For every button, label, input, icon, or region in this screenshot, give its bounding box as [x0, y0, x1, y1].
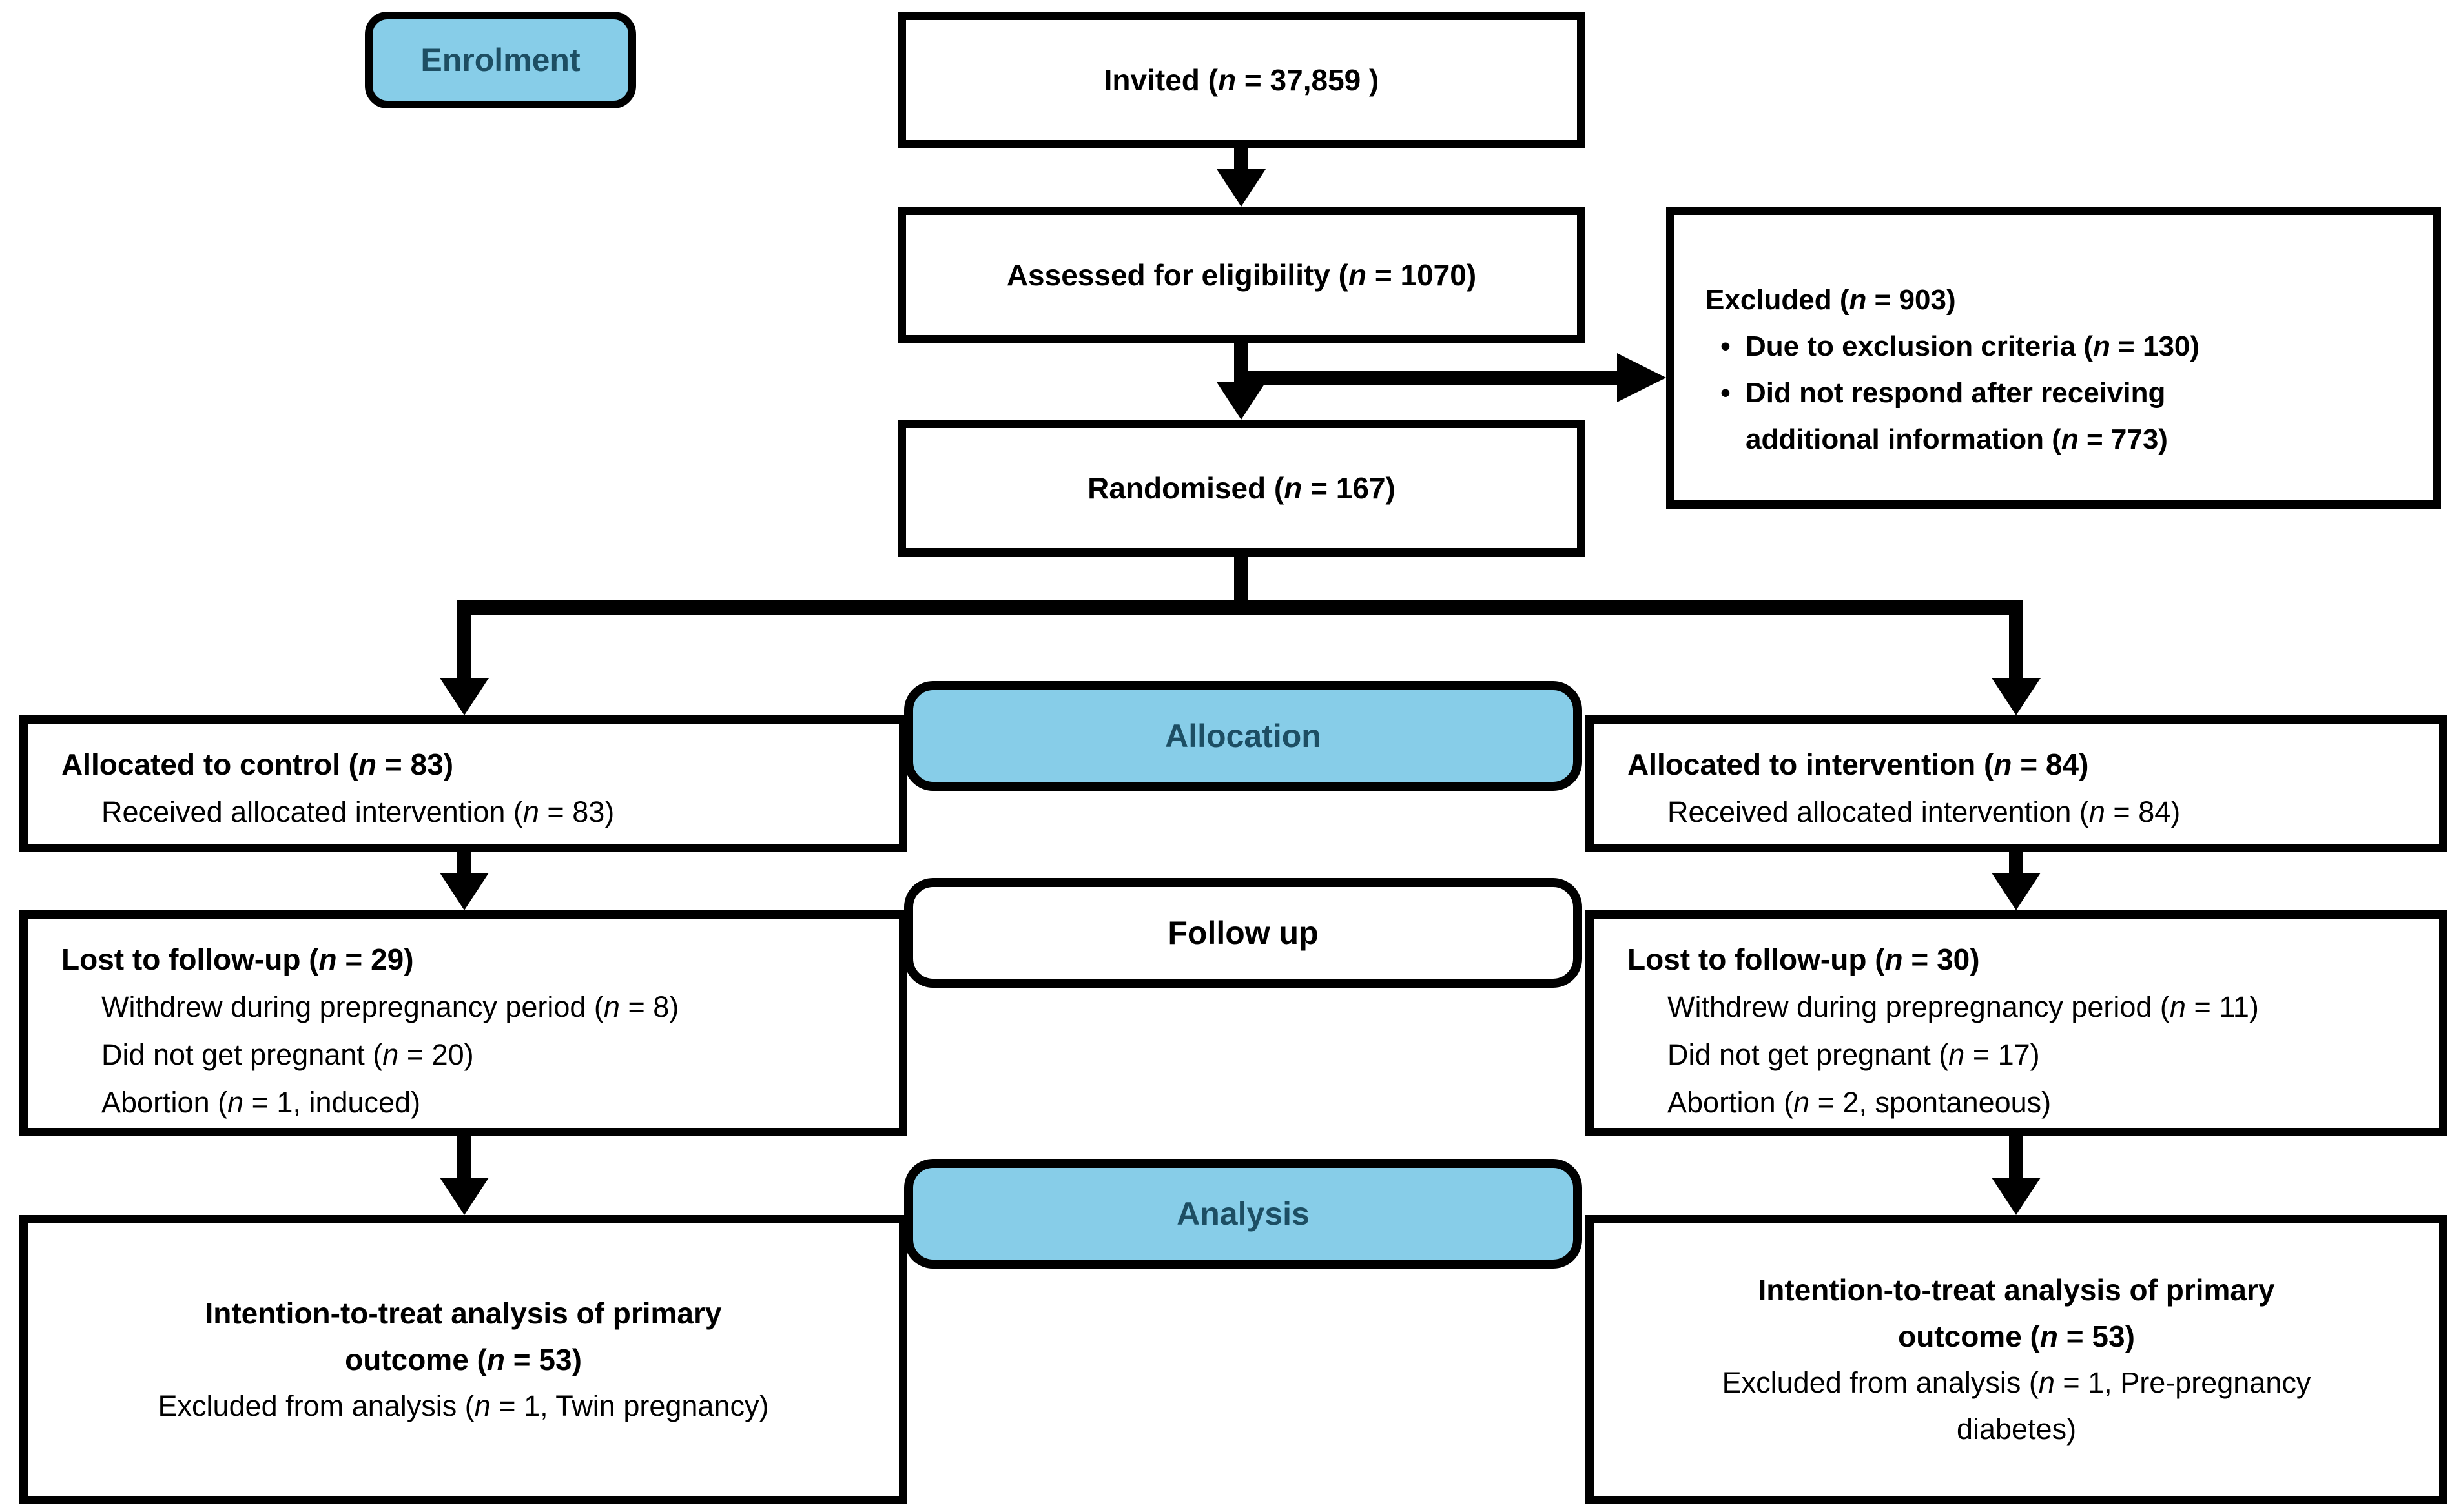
randomised-box: Randomised (n = 167): [898, 420, 1585, 557]
arrowhead-intervention-analysis: [1992, 1178, 2041, 1215]
lost-control-item-2: Did not get pregnant (n = 20): [101, 1038, 474, 1071]
excluded-bullet-2: • Did not respond after receiving additi…: [1705, 370, 2413, 463]
connector-split-left-drop: [457, 600, 471, 682]
excluded-bullet-1-text: Due to exclusion criteria (n = 130): [1746, 331, 2200, 362]
allocated-intervention-sub: Received allocated intervention (n = 84): [1667, 795, 2181, 828]
arrowhead-invited-assessed: [1217, 169, 1266, 207]
lost-intervention-item-3: Abortion (n = 2, spontaneous): [1667, 1086, 2052, 1119]
excluded-bullet-1: • Due to exclusion criteria (n = 130): [1705, 323, 2413, 370]
connector-invited-assessed-line: [1234, 148, 1248, 174]
lost-intervention-box: Lost to follow-up (n = 30) Withdrew duri…: [1585, 910, 2447, 1136]
analysis-intervention-title: Intention-to-treat analysis of primary o…: [1758, 1273, 2275, 1353]
invited-box: Invited (n = 37,859 ): [898, 12, 1585, 148]
excluded-bullet-2-text: Did not respond after receiving addition…: [1746, 377, 2168, 455]
followup-stage-badge: Follow up: [904, 878, 1582, 988]
arrowhead-assessed-randomised: [1217, 382, 1266, 420]
enrolment-stage-label: Enrolment: [420, 42, 581, 78]
bullet-icon: •: [1720, 331, 1731, 362]
connector-intervention-followup-line: [2009, 852, 2023, 878]
arrowhead-split-right: [1992, 678, 2041, 715]
connector-split-right-drop: [2009, 600, 2023, 682]
randomised-text: Randomised (n = 167): [1087, 471, 1396, 505]
bullet-icon: •: [1720, 377, 1731, 409]
lost-intervention-item-2: Did not get pregnant (n = 17): [1667, 1038, 2040, 1071]
lost-intervention-title: Lost to follow-up (n = 30): [1627, 943, 1980, 976]
followup-stage-label: Follow up: [1168, 915, 1319, 951]
analysis-control-box: Intention-to-treat analysis of primary o…: [19, 1215, 907, 1504]
arrowhead-intervention-followup: [1992, 873, 2041, 910]
analysis-stage-badge: Analysis: [904, 1159, 1582, 1269]
connector-intervention-analysis-line: [2009, 1136, 2023, 1183]
analysis-intervention-box: Intention-to-treat analysis of primary o…: [1585, 1215, 2447, 1504]
lost-intervention-item-1: Withdrew during prepregnancy period (n =…: [1667, 990, 2259, 1023]
connector-branch-excluded-line: [1234, 371, 1617, 385]
connector-split-line: [457, 600, 2023, 615]
allocation-stage-label: Allocation: [1165, 718, 1321, 754]
allocated-control-box: Allocated to control (n = 83) Received a…: [19, 715, 907, 852]
allocated-intervention-box: Allocated to intervention (n = 84) Recei…: [1585, 715, 2447, 852]
analysis-control-sub: Excluded from analysis (n = 1, Twin preg…: [158, 1389, 769, 1422]
arrowhead-control-analysis: [440, 1178, 489, 1215]
allocated-control-sub: Received allocated intervention (n = 83): [101, 795, 615, 828]
allocated-intervention-title: Allocated to intervention (n = 84): [1627, 748, 2089, 781]
arrowhead-split-left: [440, 678, 489, 715]
arrowhead-control-followup: [440, 873, 489, 910]
allocated-control-title: Allocated to control (n = 83): [61, 748, 454, 781]
lost-control-item-1: Withdrew during prepregnancy period (n =…: [101, 990, 679, 1023]
invited-text: Invited (n = 37,859 ): [1104, 63, 1379, 97]
arrowhead-branch-excluded: [1617, 353, 1666, 402]
connector-control-followup-line: [457, 852, 471, 878]
lost-control-item-3: Abortion (n = 1, induced): [101, 1086, 421, 1119]
excluded-title: Excluded (n = 903): [1705, 284, 1956, 316]
connector-control-analysis-line: [457, 1136, 471, 1183]
analysis-control-title: Intention-to-treat analysis of primary o…: [205, 1296, 722, 1376]
assessed-box: Assessed for eligibility (n = 1070): [898, 207, 1585, 343]
lost-control-title: Lost to follow-up (n = 29): [61, 943, 414, 976]
connector-randomised-stub: [1234, 557, 1248, 615]
enrolment-stage-badge: Enrolment: [365, 12, 636, 108]
allocation-stage-badge: Allocation: [904, 681, 1582, 791]
analysis-stage-label: Analysis: [1177, 1196, 1310, 1232]
assessed-text: Assessed for eligibility (n = 1070): [1006, 258, 1477, 292]
excluded-box: Excluded (n = 903) • Due to exclusion cr…: [1666, 207, 2441, 509]
analysis-intervention-sub: Excluded from analysis (n = 1, Pre-pregn…: [1722, 1366, 2311, 1446]
lost-control-box: Lost to follow-up (n = 29) Withdrew duri…: [19, 910, 907, 1136]
